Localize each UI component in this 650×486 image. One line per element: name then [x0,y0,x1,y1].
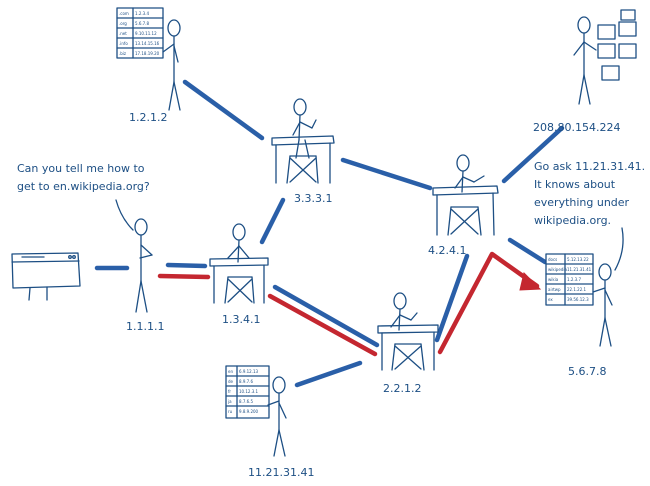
resolver-a-ip-label: 3.3.3.1 [294,192,332,205]
link-client-resolver-b-red [157,273,211,280]
wiki-table-value: 11.21.31.41 [567,267,592,272]
bottom-table-value: 8.9.7.6 [239,379,253,384]
link-mid-org-server-blue [434,253,470,343]
org-server-node: 4.2.4.1 [428,154,499,257]
root-ip-label: 1.2.1.2 [129,111,167,124]
resolver-b-desk [209,257,269,304]
link-resolver-a-org-server [340,157,433,191]
client-person-figure [134,218,153,313]
question-line: get to en.wikipedia.org? [17,180,150,193]
bottom-table-value: 10.12.3.1 [239,389,259,394]
bottom-person-node: en 6.9.12.13 de 8.9.7.6 fr 10.12.3.1 ja … [225,365,314,479]
root-table: .com 1.2.3.4 .org 5.6.7.8 .net 9.10.11.1… [116,7,164,59]
document-stack-icon [597,9,637,81]
resolver-a-desk [271,135,335,184]
resolver-b-ip-label: 1.3.4.1 [222,313,260,326]
link-resolver-a-resolver-b [259,197,286,245]
speech-tail-answer [614,227,624,271]
bottom-table-value: 9.8.9.200 [239,409,259,414]
link-bottom-person-mid [294,360,363,388]
resolver-a-figure [292,98,317,141]
client-node: Can you tell me how to get to en.wikiped… [17,162,164,333]
wiki-table-value: 5.12.13.22 [567,257,589,262]
wiki-table-key: wikipedia [548,267,567,272]
bottom-table-value: 6.9.12.13 [239,369,259,374]
bottom-person-figure [267,376,287,457]
wiki-table-key: ex [548,297,553,302]
bottom-table-key: de [228,379,234,384]
mid-server-desk [377,324,439,371]
wiki-table-key: docs [548,257,557,262]
root-table-key: .net [119,31,127,36]
question-line: Can you tell me how to [17,162,145,175]
wiki-table-value: 39.56.12.3 [567,297,589,302]
bottom-person-ip-label: 11.21.31.41 [248,466,314,479]
bottom-table: en 6.9.12.13 de 8.9.7.6 fr 10.12.3.1 ja … [225,365,270,419]
resolver-a-node: 3.3.3.1 [271,98,335,205]
question-speech-bubble: Can you tell me how to get to en.wikiped… [17,162,150,193]
answer-line: Go ask 11.21.31.41. [534,160,645,173]
arrow-head-red [519,272,542,291]
root-table-value: 5.6.7.8 [135,21,149,26]
top-right-node: 208.80.154.224 [533,9,637,134]
org-server-desk [432,185,499,236]
link-root-resolver-a [182,79,265,141]
answer-line: It knows about [534,178,616,191]
bottom-table-key: ru [228,409,233,414]
resolver-b-figure [227,223,250,263]
root-table-value: 17.18.19.20 [135,51,160,56]
wiki-table: docs 5.12.13.22 wikipedia 11.21.31.41 wi… [545,253,594,306]
link-client-resolver-b [165,262,208,269]
top-right-ip-label: 208.80.154.224 [533,121,620,134]
wiki-table-value: 1.2.3.7 [567,277,581,282]
root-table-value: 1.2.3.4 [135,11,149,16]
speech-tail-question [115,199,134,231]
answer-line: everything under [534,196,630,209]
wiki-owner-figure [592,263,613,347]
bottom-table-key: en [228,369,233,374]
mid-server-figure [390,292,418,331]
wiki-table-value: 22.1.22.1 [567,287,587,292]
root-table-key: .org [119,21,127,26]
org-server-ip-label: 4.2.4.1 [428,244,466,257]
top-right-person-figure [573,16,597,105]
root-table-key: .info [119,41,128,46]
answer-speech-bubble: Go ask 11.21.31.41. It knows about every… [534,160,649,227]
root-table-value: 13.14.15.16 [135,41,160,46]
wiki-table-key: airtwp [548,287,561,292]
root-table-key: .com [119,11,129,16]
link-org-server-wiki [507,237,548,265]
answer-line: wikipedia.org. [534,214,611,227]
wiki-table-key: wikia [548,277,559,282]
root-table-value: 9.10.11.12 [135,31,157,36]
root-node: .com 1.2.3.4 .org 5.6.7.8 .net 9.10.11.1… [116,7,181,124]
bottom-table-key: ja [227,399,232,404]
resolver-b-node: 1.3.4.1 [209,223,269,326]
link-mid-wiki-red [437,251,540,355]
root-table-key: .biz [119,51,126,56]
link-resolver-b-mid-blue [272,284,380,348]
link-resolver-b-mid-red [267,293,378,357]
connections [94,79,565,388]
link-org-server-top-right [501,125,565,184]
bottom-table-value: 8.7.6.5 [239,399,253,404]
bottom-table-key: fr [228,389,231,394]
root-person-figure [162,19,181,111]
wiki-owner-ip-label: 5.6.7.8 [568,365,606,378]
client-ip-label: 1.1.1.1 [126,320,164,333]
mid-server-ip-label: 2.2.1.2 [383,382,421,395]
laptop-icon [11,252,81,301]
org-server-figure [454,154,485,193]
mid-server-node: 2.2.1.2 [377,292,439,395]
wiki-owner-node: Go ask 11.21.31.41. It knows about every… [534,160,649,378]
